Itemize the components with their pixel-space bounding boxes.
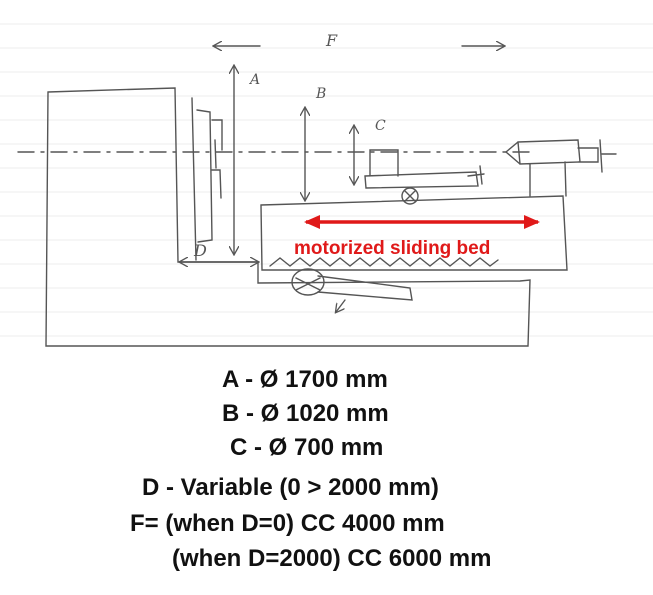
headstock [45, 87, 531, 347]
handwheel [291, 268, 325, 296]
carriage-bolt-cross [404, 190, 416, 202]
spec-a: A - Ø 1700 mm [222, 366, 388, 393]
carriage-stop [467, 165, 485, 185]
chuck [191, 97, 223, 261]
crank-lever [295, 275, 413, 301]
label-d: D [193, 241, 207, 260]
spec-f-d0: F= (when D=0) CC 4000 mm [130, 510, 445, 537]
paper-lines [0, 23, 653, 337]
tailstock [504, 139, 617, 197]
ball-screw [269, 257, 499, 267]
lever-arrow [336, 299, 346, 312]
spec-d: D - Variable (0 > 2000 mm) [142, 474, 439, 501]
label-f: F [325, 31, 338, 50]
sliding-bed [260, 195, 568, 271]
spec-f-d2000: (when D=2000) CC 6000 mm [172, 545, 492, 572]
spec-c: C - Ø 700 mm [230, 434, 384, 461]
carriage [364, 149, 479, 189]
label-c: C [375, 118, 386, 134]
carriage-bolt [401, 187, 419, 205]
bed-label: motorized sliding bed [294, 238, 490, 259]
label-a: A [248, 72, 260, 88]
lathe-sketch: A B C D F motorized sliding bed [0, 23, 653, 347]
label-b: B [315, 86, 326, 102]
spec-b: B - Ø 1020 mm [222, 400, 389, 427]
